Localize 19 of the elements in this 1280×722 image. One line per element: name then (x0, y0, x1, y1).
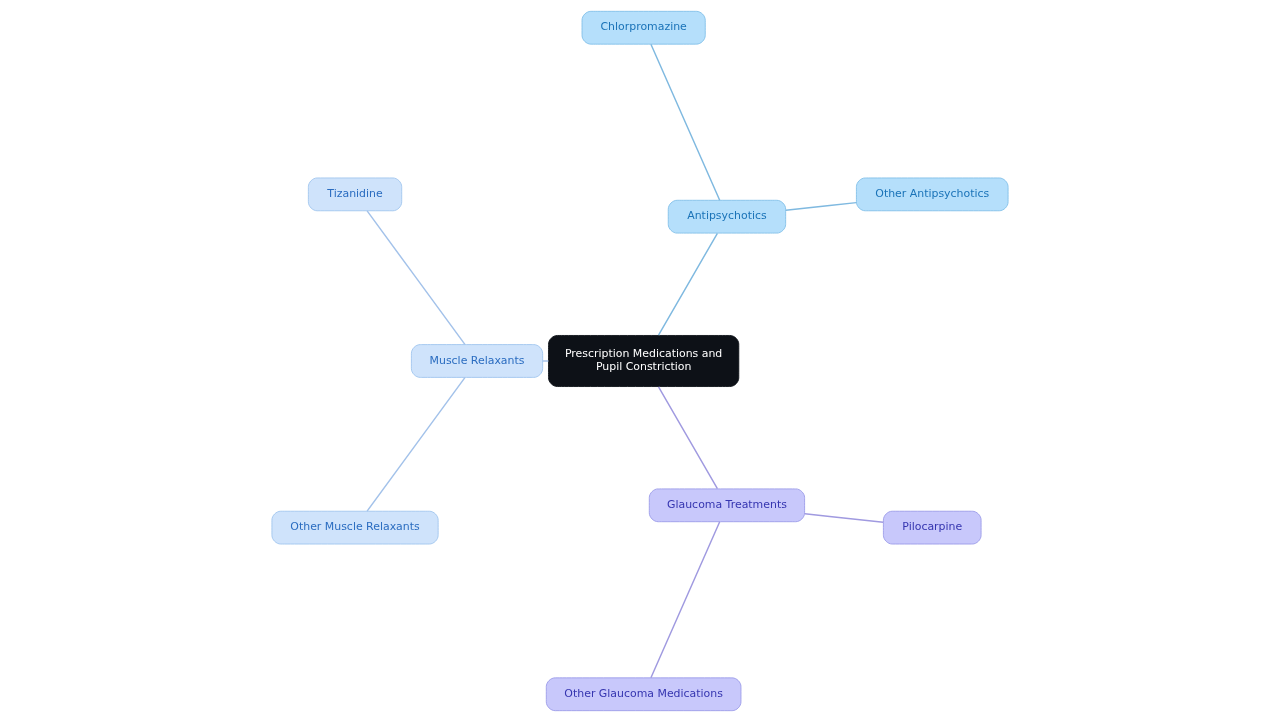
connector (650, 43, 721, 201)
node-box: Other Glaucoma Medications (545, 677, 742, 712)
connector (542, 360, 550, 362)
connector (657, 386, 719, 490)
node-box: Pilocarpine (882, 510, 982, 545)
connector (804, 513, 884, 524)
node-box: Tizanidine (307, 177, 403, 212)
node-box: Muscle Relaxants (410, 344, 544, 378)
node-box: Prescription Medications and Pupil Constriction (548, 335, 740, 387)
node-box: Chlorpromazine (581, 10, 706, 45)
node-box: Other Antipsychotics (856, 177, 1009, 212)
node-box: Antipsychotics (667, 199, 787, 234)
connector (785, 201, 858, 212)
connector (657, 232, 719, 336)
connector (650, 521, 721, 679)
connector (366, 376, 466, 512)
node-box: Other Muscle Relaxants (271, 510, 439, 545)
node-box: Glaucoma Treatments (648, 488, 806, 523)
connector (366, 210, 466, 346)
